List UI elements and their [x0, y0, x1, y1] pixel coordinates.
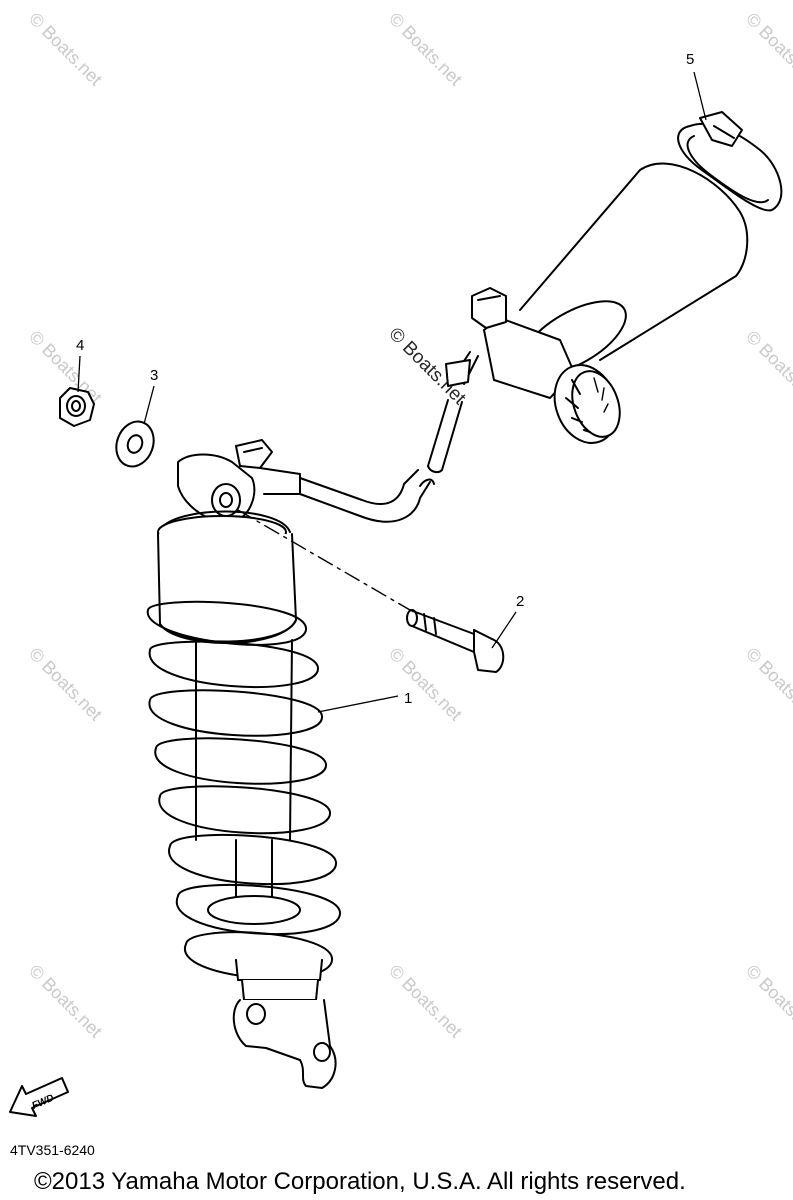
band-clamp-part — [677, 111, 783, 212]
leader-line-1 — [317, 695, 399, 713]
copyright-notice: ©2013 Yamaha Motor Corporation, U.S.A. A… — [34, 1168, 686, 1195]
bolt-alignment-line — [237, 509, 411, 611]
reservoir — [471, 162, 749, 444]
watermark: © Boats.net — [25, 9, 106, 90]
callouts — [77, 71, 707, 713]
reservoir-hose — [299, 351, 479, 523]
leader-line-3 — [143, 385, 155, 425]
diagram-part-code: 4TV351-6240 — [10, 1142, 95, 1158]
leader-line-2 — [491, 611, 517, 649]
watermark-grid: © Boats.net © Boats.net © Boats.net © Bo… — [25, 9, 793, 1042]
bolt-part — [406, 609, 505, 673]
callout-3: 3 — [150, 367, 158, 384]
watermark: © Boats.net — [25, 644, 106, 725]
nut-part — [59, 387, 95, 427]
watermark: © Boats.net — [742, 644, 793, 725]
watermark: © Boats.net — [385, 644, 466, 725]
watermark: © Boats.net — [742, 9, 793, 90]
callout-labels: 1 2 3 4 5 — [76, 51, 694, 707]
leader-line-4 — [77, 355, 81, 393]
leader-line-5 — [693, 71, 707, 121]
callout-5: 5 — [686, 51, 694, 68]
watermark: © Boats.net — [742, 961, 793, 1042]
fwd-arrow-icon: FWD — [9, 1077, 69, 1117]
watermark: © Boats.net — [385, 961, 466, 1042]
callout-1: 1 — [404, 690, 412, 707]
rear-shock-absorber — [146, 439, 342, 1089]
watermark: © Boats.net — [742, 327, 793, 408]
washer-part — [115, 420, 155, 468]
watermark: © Boats.net — [385, 9, 466, 90]
callout-2: 2 — [516, 593, 524, 610]
callout-4: 4 — [76, 337, 84, 354]
watermark: © Boats.net — [25, 961, 106, 1042]
